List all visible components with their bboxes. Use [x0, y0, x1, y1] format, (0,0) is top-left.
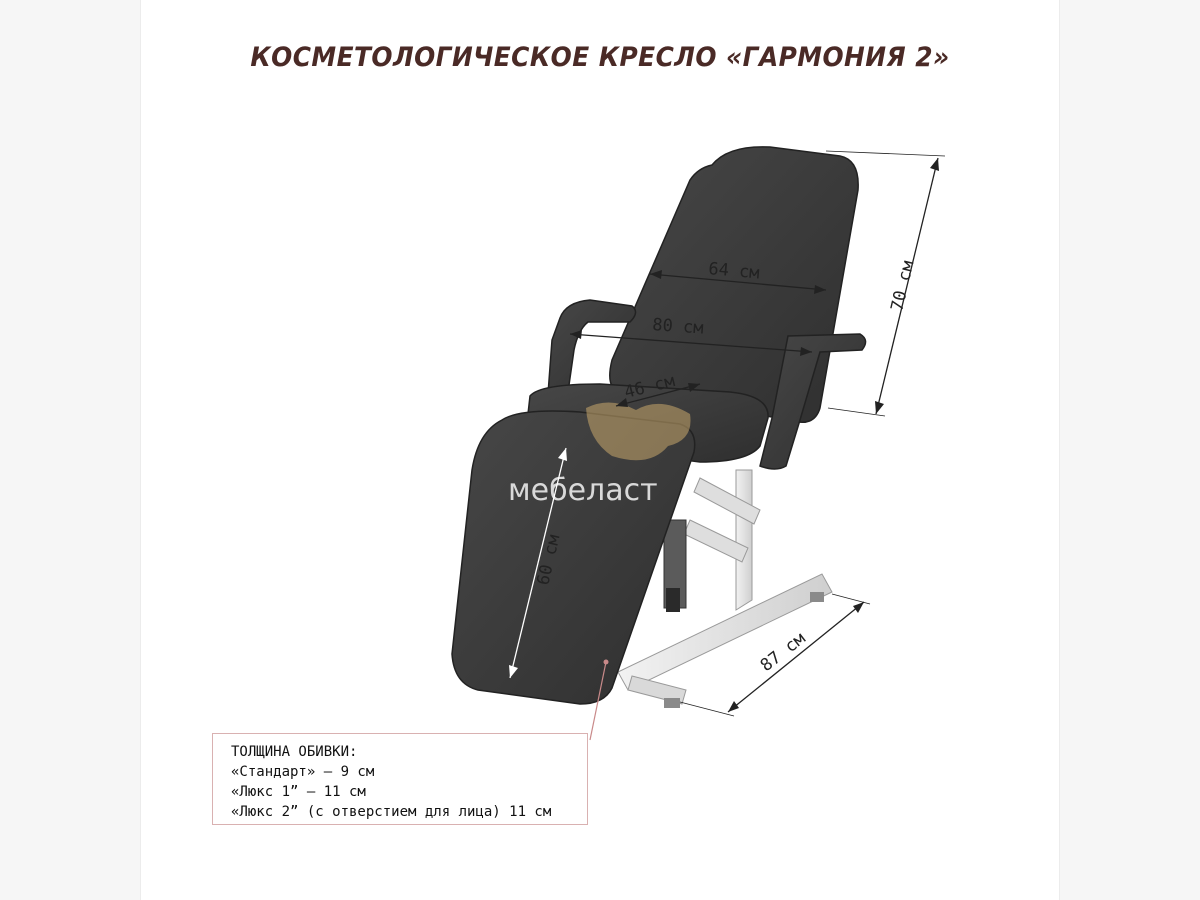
dim-label-armrest-span: 80 см — [652, 315, 704, 339]
page-title: КОСМЕТОЛОГИЧЕСКОЕ КРЕСЛО «ГАРМОНИЯ 2» — [250, 42, 950, 73]
upholstery-line: «Люкс 2” (с отверстием для лица) 11 см — [231, 804, 552, 820]
chair-base-frame — [617, 469, 833, 708]
upholstery-line: «Люкс 1” – 11 см — [231, 784, 366, 800]
dim-line-seat-depth — [615, 383, 701, 407]
dim-extension-top — [825, 150, 946, 157]
dim-label-backrest-height: 70 см — [887, 259, 918, 313]
dim-line-backrest-height — [875, 157, 939, 415]
dim-extension-base-left — [679, 701, 735, 717]
callout-leader-dot — [603, 659, 609, 665]
dim-line-base-length — [727, 601, 865, 713]
watermark-text: мебеласт — [508, 473, 658, 508]
dim-line-legrest-length — [509, 447, 567, 679]
upholstery-line: «Стандарт» – 9 см — [231, 764, 375, 780]
chair-legrest — [451, 410, 696, 705]
chair-armrest-left — [547, 299, 637, 395]
dim-line-backrest-width — [649, 273, 827, 291]
dim-line-armrest-span — [569, 333, 813, 353]
callout-leader-line — [589, 661, 607, 741]
dim-extension-bottom — [827, 407, 886, 417]
dim-label-backrest-width: 64 см — [708, 259, 761, 283]
watermark-logo — [586, 402, 691, 461]
upholstery-info-box: ТОЛЩИНА ОБИВКИ: «Стандарт» – 9 см «Люкс … — [212, 733, 588, 825]
chair-armrest-right — [759, 333, 867, 470]
upholstery-heading: ТОЛЩИНА ОБИВКИ: — [231, 744, 358, 760]
